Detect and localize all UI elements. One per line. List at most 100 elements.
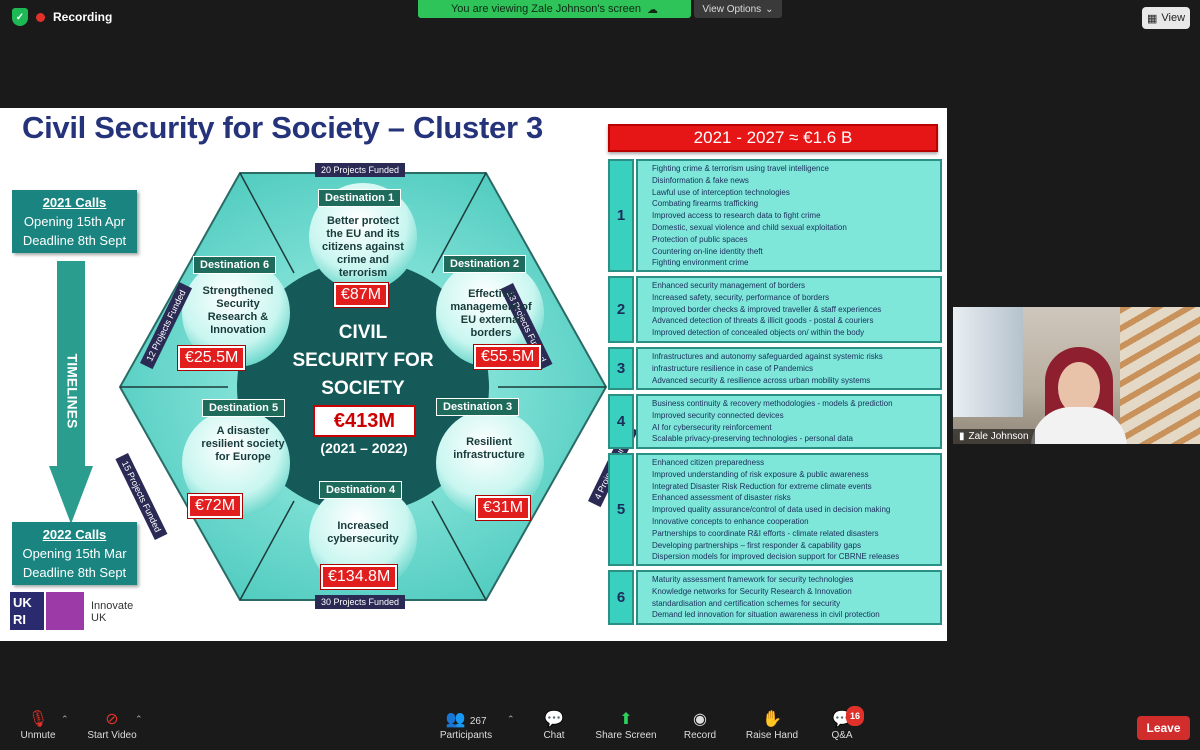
background-window (953, 307, 1023, 417)
center-title-line3: SOCIETY (321, 378, 405, 399)
banner-text: You are viewing Zale Johnson's screen (450, 3, 642, 15)
topic-item: Scalable privacy-preserving technologies… (652, 433, 936, 445)
topic-row-2: 2 Enhanced security management of border… (608, 276, 942, 343)
destination-3-label: Destination 3 (436, 398, 520, 416)
record-button[interactable]: ◉ Record (681, 710, 719, 741)
destination-topics-table: 1 Fighting crime & terrorism using trave… (608, 159, 942, 625)
topic-row-number: 6 (608, 570, 634, 625)
participants-options-chevron-icon[interactable]: ⌃ (507, 714, 515, 724)
topic-item: Improved quality assurance/control of da… (652, 504, 936, 516)
audio-options-chevron-icon[interactable]: ⌃ (61, 714, 69, 724)
participant-face (1058, 362, 1100, 414)
topic-item: Maturity assessment framework for securi… (652, 574, 936, 586)
topic-item: Fighting crime & terrorism using travel … (652, 163, 936, 175)
center-title: CIVIL SECURITY FOR SOCIETY (284, 319, 442, 403)
raise-hand-button[interactable]: ✋ Raise Hand (742, 710, 802, 741)
topic-row-items: Enhanced citizen preparedness Improved u… (636, 453, 942, 566)
topic-row-6: 6 Maturity assessment framework for secu… (608, 570, 942, 625)
signal-bars-icon: ▮ (959, 431, 965, 442)
budget-banner: 2021 - 2027 ≈ €1.6 B (608, 124, 938, 152)
destination-2-label: Destination 2 (443, 255, 527, 273)
innovate-line1: Innovate (91, 600, 134, 612)
destination-4-amount: €134.8M (319, 564, 399, 590)
topic-item: Fighting environment crime (652, 257, 936, 269)
calls-2022-opening: Opening 15th Mar (22, 546, 127, 561)
topic-item: Advanced detection of threats & illicit … (652, 315, 936, 327)
unmute-button[interactable]: 🎙 Unmute (18, 710, 58, 741)
topic-item: Domestic, sexual violence and child sexu… (652, 222, 936, 234)
record-icon: ◉ (693, 711, 707, 728)
topic-item: Knowledge networks for Security Research… (652, 586, 936, 598)
meeting-top-bar: ✓ Recording You are viewing Zale Johnson… (0, 0, 1200, 36)
share-screen-icon: ⬆ (619, 711, 633, 728)
destination-3-amount: €31M (474, 495, 532, 521)
topic-item: Advanced security & resilience across ur… (652, 375, 936, 387)
topic-row-items: Infrastructures and autonomy safeguarded… (636, 347, 942, 390)
topic-item: Combating firearms trafficking (652, 198, 936, 210)
destination-4-label: Destination 4 (319, 481, 403, 499)
destination-5-amount: €72M (186, 493, 244, 519)
topic-item: Lawful use of interception technologies (652, 187, 936, 199)
topic-row-items: Business continuity & recovery methodolo… (636, 394, 942, 449)
start-video-button[interactable]: ⊘ Start Video (84, 710, 140, 741)
qa-button[interactable]: 💬16 Q&A (828, 706, 864, 741)
qa-icon: 💬16 (828, 706, 864, 730)
calls-2022-deadline: Deadline 8th Sept (22, 565, 127, 580)
meeting-toolbar: 🎙 Unmute ⌃ ⊘ Start Video ⌃ 👥 267 Partici… (0, 704, 1200, 750)
center-years: (2021 – 2022) (320, 440, 408, 456)
ukri-logo: UK RI Innovate UK (10, 592, 140, 632)
start-video-label: Start Video (87, 730, 137, 741)
topic-item: Innovative concepts to enhance cooperati… (652, 516, 936, 528)
chevron-down-icon: ⌄ (765, 3, 774, 15)
topic-row-4: 4 Business continuity & recovery methodo… (608, 394, 942, 449)
chat-button[interactable]: 💬 Chat (538, 710, 570, 741)
topic-item: Developing partnerships – first responde… (652, 540, 936, 552)
qa-badge: 16 (845, 706, 864, 726)
recording-label: Recording (53, 10, 113, 24)
participants-button[interactable]: 👥 267 Participants (435, 710, 497, 741)
leave-button[interactable]: Leave (1137, 716, 1190, 740)
topic-item: Enhanced security management of borders (652, 280, 936, 292)
calls-2021-head: 2021 Calls (42, 195, 107, 210)
topic-item: Countering on-line identity theft (652, 246, 936, 258)
video-options-chevron-icon[interactable]: ⌃ (135, 714, 143, 724)
topic-item: Improved security connected devices (652, 410, 936, 422)
topic-row-number: 1 (608, 159, 634, 272)
topic-item: Improved border checks & improved travel… (652, 304, 936, 316)
cloud-icon: ☁ (647, 3, 659, 16)
topic-item: Improved understanding of risk exposure … (652, 469, 936, 481)
record-label: Record (683, 730, 717, 741)
topic-item: Infrastructures and autonomy safeguarded… (652, 351, 936, 363)
share-screen-button[interactable]: ⬆ Share Screen (592, 710, 660, 741)
share-screen-label: Share Screen (595, 730, 657, 741)
slide-title: Civil Security for Society – Cluster 3 (22, 110, 543, 145)
calls-2021-box: 2021 Calls Opening 15th Apr Deadline 8th… (12, 190, 137, 253)
topic-item: Enhanced citizen preparedness (652, 457, 936, 469)
topic-row-items: Enhanced security management of borders … (636, 276, 942, 343)
chat-icon: 💬 (544, 711, 564, 728)
participants-icon: 👥 267 (445, 711, 487, 728)
topic-row-number: 4 (608, 394, 634, 449)
timelines-label: TIMELINES (44, 341, 100, 441)
hexagon-graphic (118, 172, 608, 601)
topic-item: Demand led innovation for situation awar… (652, 609, 936, 621)
topic-row-items: Fighting crime & terrorism using travel … (636, 159, 942, 272)
destination-3-text: Resilient infrastructure (453, 436, 525, 461)
timelines-text: TIMELINES (64, 353, 81, 429)
projects-funded-top: 20 Projects Funded (315, 163, 406, 177)
projects-funded-bottom: 30 Projects Funded (315, 595, 406, 609)
view-button[interactable]: ▦ View (1142, 7, 1190, 29)
participant-video-tile[interactable]: ▮ Zale Johnson (953, 307, 1200, 444)
recording-indicator[interactable]: ✓ Recording (12, 8, 112, 26)
destination-5-text: A disaster resilient society for Europe (201, 425, 285, 463)
view-options-button[interactable]: View Options ⌄ (694, 0, 782, 18)
hand-icon: ✋ (762, 711, 782, 728)
calls-2022-head: 2022 Calls (42, 527, 107, 542)
center-title-line2: SECURITY FOR (292, 350, 434, 371)
topic-row-number: 3 (608, 347, 634, 390)
ukri-mark: UK RI (10, 592, 44, 630)
view-options-label: View Options (702, 3, 762, 15)
innovate-uk-text: Innovate UK (91, 600, 133, 624)
chat-label: Chat (543, 730, 565, 741)
destination-2-amount: €55.5M (472, 344, 543, 370)
